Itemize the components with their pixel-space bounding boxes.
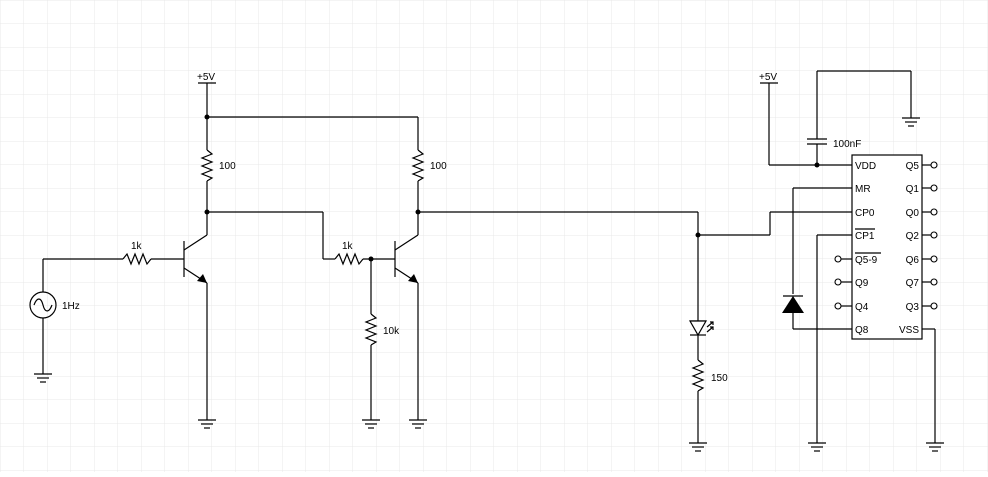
vcc-symbol-left: +5V <box>197 72 216 117</box>
open-pin-q7 <box>922 278 938 286</box>
ground-icon <box>808 442 826 452</box>
resistor-r-coll2: 100 <box>411 117 447 212</box>
vcc-label-right: +5V <box>759 72 777 83</box>
source-label: 1Hz <box>62 301 80 312</box>
open-pin-q3 <box>922 302 938 310</box>
vcc-label-left: +5V <box>197 72 215 83</box>
ic-pin-label: MR <box>855 184 871 195</box>
led-diode <box>688 320 714 360</box>
ground-icon <box>362 419 380 429</box>
ic-pin-label: Q9 <box>855 278 869 289</box>
ac-source: 1Hz <box>29 259 80 374</box>
ground-icon <box>926 442 944 452</box>
npn-transistor-q2 <box>394 212 419 420</box>
resistor-label-r-led: 150 <box>711 373 728 384</box>
ground-icon <box>409 419 427 429</box>
ic-pin-label: Q3 <box>906 302 920 313</box>
ic-pin-label: Q4 <box>855 302 869 313</box>
ic-pin-label: CP0 <box>855 208 875 219</box>
resistor-r-base2: 1k <box>334 241 395 266</box>
ic-pin-label: Q5 <box>906 161 920 172</box>
npn-transistor-q1 <box>183 212 208 420</box>
ic-pin-label: Q8 <box>855 325 869 336</box>
open-pin-q6 <box>922 255 938 263</box>
ground-icon <box>34 373 52 383</box>
resistor-r-pulldown: 10k <box>364 259 400 420</box>
vcc-symbol-right: +5V <box>759 72 778 165</box>
ground-icon <box>198 419 216 429</box>
ic-pin-label: Q0 <box>906 208 920 219</box>
diode-d1 <box>782 295 804 329</box>
ic-pin-label: Q7 <box>906 278 920 289</box>
open-pin-q0 <box>922 208 938 216</box>
resistor-label-r-base1: 1k <box>131 241 143 252</box>
capacitor-label: 100nF <box>833 139 861 150</box>
open-pin-q4 <box>834 302 852 310</box>
ic-pin-label: Q5-9 <box>855 255 878 266</box>
ic-pin-label: VSS <box>899 325 919 336</box>
resistor-label-r-coll2: 100 <box>430 161 447 172</box>
ic-pin-label: CP1 <box>855 231 875 242</box>
ic-pin-label: Q1 <box>906 184 920 195</box>
capacitor-c1: 100nF <box>807 71 861 165</box>
ground-icon <box>902 117 920 127</box>
resistor-label-r-base2: 1k <box>342 241 354 252</box>
open-pin-q9 <box>834 278 852 286</box>
resistor-r-base1: 1k <box>122 241 184 266</box>
ground-icon <box>689 442 707 452</box>
ic-pin-label: Q2 <box>906 231 920 242</box>
open-pin-q5-9 <box>834 255 852 263</box>
open-pin-q2 <box>922 231 938 239</box>
open-pin-q1 <box>922 184 938 192</box>
open-pin-q5 <box>922 161 938 169</box>
resistor-label-r-coll1: 100 <box>219 161 236 172</box>
resistor-r-led: 150 <box>691 359 728 443</box>
ic-4017-counter: VDD MR CP0 CP1 Q5-9 Q9 Q4 Q8 Q5 Q1 Q0 Q2… <box>851 154 923 340</box>
resistor-label-r-pulldown: 10k <box>383 326 400 337</box>
ic-pin-label: Q6 <box>906 255 920 266</box>
resistor-r-coll1: 100 <box>200 117 236 212</box>
ic-pin-label: VDD <box>855 161 876 172</box>
